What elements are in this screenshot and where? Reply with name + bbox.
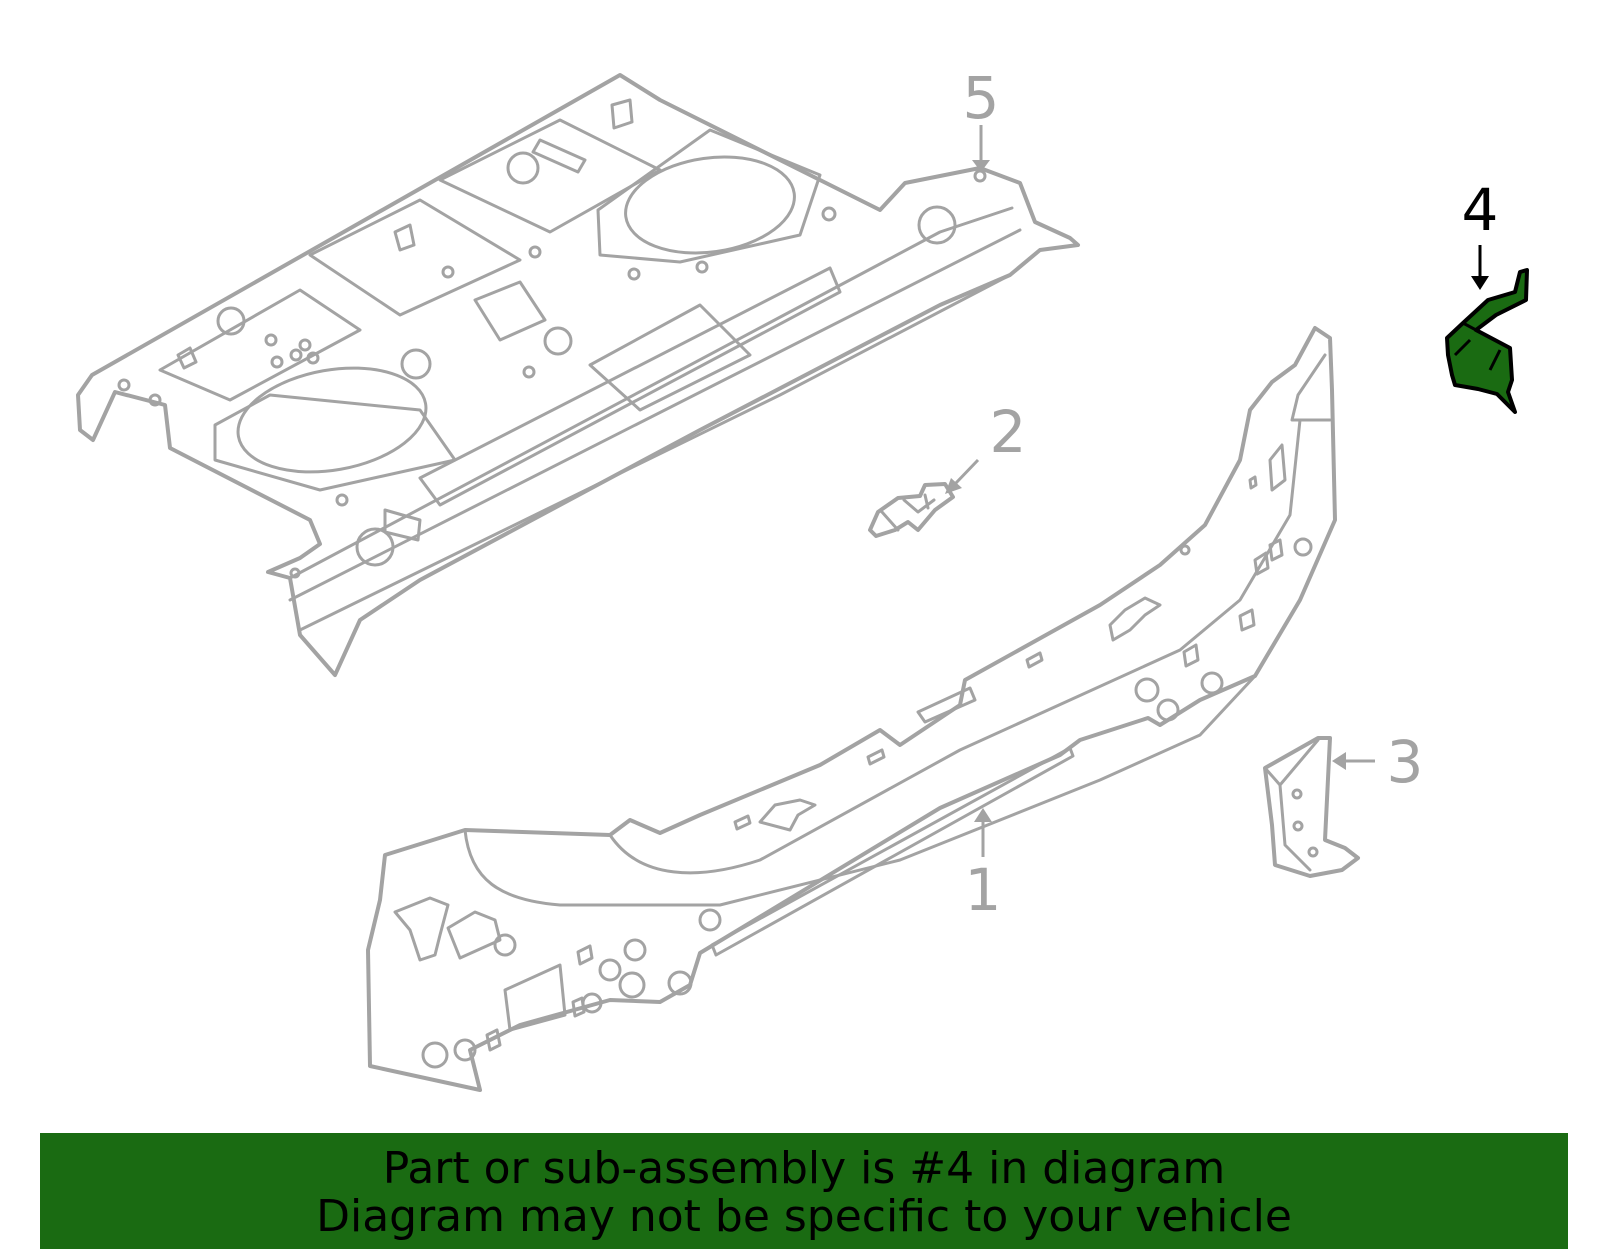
info-banner: Part or sub-assembly is #4 in diagram Di… (40, 1133, 1568, 1249)
callout-1-label: 1 (965, 856, 1002, 924)
part-4-highlighted-bracket (1445, 268, 1529, 414)
banner-line-1: Part or sub-assembly is #4 in diagram (382, 1143, 1226, 1194)
part-5-parcel-shelf (76, 73, 1080, 677)
banner-line-2: Diagram may not be specific to your vehi… (316, 1191, 1292, 1242)
part-3-bracket (1263, 736, 1360, 878)
callout-2-label: 2 (990, 398, 1027, 466)
callout-5-label: 5 (963, 64, 1000, 132)
callout-arrows (945, 125, 1489, 857)
callout-labels: 5 2 3 1 4 (963, 64, 1499, 924)
part-1-rear-panel (366, 326, 1337, 1092)
callout-3-label: 3 (1387, 728, 1424, 796)
part-2-bracket (868, 482, 955, 538)
callout-4-label: 4 (1462, 176, 1499, 244)
